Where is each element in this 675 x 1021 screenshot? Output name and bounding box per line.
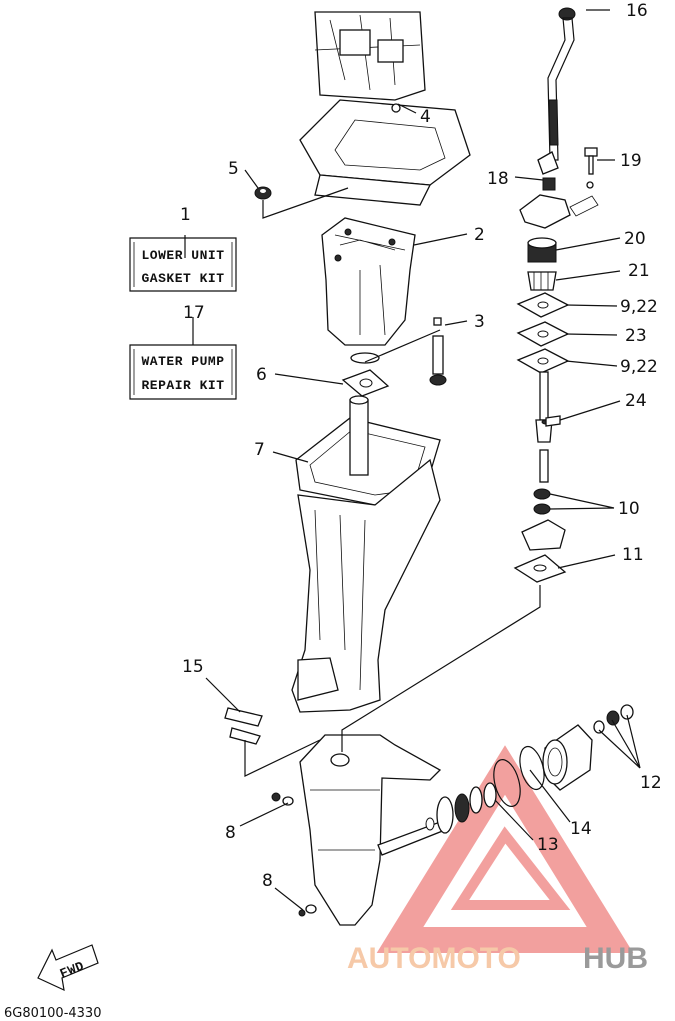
callout-24: 24 — [625, 391, 647, 411]
callout-15: 15 — [182, 657, 204, 677]
water-pump-repair-kit-box: WATER PUMP REPAIR KIT — [129, 344, 237, 400]
callout-10: 10 — [618, 499, 640, 519]
seal-part-10 — [533, 488, 551, 515]
lower-unit-kit-line2: GASKET KIT — [141, 271, 224, 286]
key-part-24 — [545, 415, 561, 427]
seal-set-part-13 — [425, 782, 497, 834]
fwd-label: FWD — [58, 958, 87, 981]
lower-unit-gasket-kit-box: LOWER UNIT GASKET KIT — [129, 237, 237, 292]
callout-9-22-lower: 9,22 — [620, 357, 658, 377]
bearing-housing — [542, 724, 593, 791]
callout-9-22-upper: 9,22 — [620, 297, 658, 317]
callout-19: 19 — [620, 151, 642, 171]
callout-2: 2 — [474, 225, 485, 245]
bolt-part-8-upper — [271, 792, 294, 806]
exhaust-gasket-plate — [299, 99, 471, 206]
callout-5: 5 — [228, 159, 239, 179]
lower-unit-kit-line1: LOWER UNIT — [141, 248, 224, 263]
callout-14: 14 — [570, 819, 592, 839]
bolt-part-19 — [569, 147, 599, 217]
forward-direction-arrow: FWD — [37, 944, 99, 992]
anode-part-15 — [224, 707, 263, 745]
callout-21: 21 — [628, 261, 650, 281]
callout-6: 6 — [256, 365, 267, 385]
callout-17: 17 — [183, 303, 205, 323]
pump-base-part-11 — [513, 519, 567, 583]
nut-part-5 — [254, 186, 272, 200]
callout-1: 1 — [180, 205, 191, 225]
plate-part-9-22-upper — [516, 292, 570, 318]
drawing-code: 6G80100-4330 — [4, 1006, 101, 1021]
callout-7: 7 — [254, 440, 265, 460]
callout-4: 4 — [420, 107, 431, 127]
callout-8-upper: 8 — [225, 823, 236, 843]
callout-8-lower: 8 — [262, 871, 273, 891]
water-pump-kit-line2: REPAIR KIT — [141, 378, 224, 393]
shift-rod-part-16 — [547, 7, 576, 161]
upper-casing-part-2 — [321, 217, 416, 364]
pump-shaft — [535, 371, 553, 483]
gasket-part-23 — [516, 321, 570, 347]
callout-18: 18 — [487, 169, 509, 189]
driveshaft-housing — [291, 458, 441, 713]
watermark-text: AUTOMOTO HUB — [347, 942, 648, 975]
callout-11: 11 — [622, 545, 644, 565]
pump-cup-part-20 — [527, 237, 557, 263]
water-tube-part-18 — [519, 151, 571, 229]
callout-13: 13 — [537, 835, 559, 855]
watermark-auto: AUTOMOTO — [347, 942, 521, 975]
lower-unit-housing — [299, 734, 446, 926]
water-pump-kit-line1: WATER PUMP — [141, 354, 224, 369]
powerhead-illustration — [314, 11, 426, 101]
gasket-part-6 — [341, 369, 390, 397]
bolt-part-8-lower — [298, 904, 317, 917]
callout-12: 12 — [640, 773, 662, 793]
callout-16: 16 — [626, 1, 648, 21]
watermark-logo — [376, 745, 634, 953]
bolt-part-3 — [429, 317, 447, 386]
watermark-hub: HUB — [583, 942, 648, 975]
callout-23: 23 — [625, 326, 647, 346]
callout-20: 20 — [624, 229, 646, 249]
impeller-part-21 — [527, 271, 557, 291]
callout-3: 3 — [474, 312, 485, 332]
plate-part-9-22-lower — [516, 348, 570, 374]
washer-set-part-12 — [593, 704, 634, 734]
